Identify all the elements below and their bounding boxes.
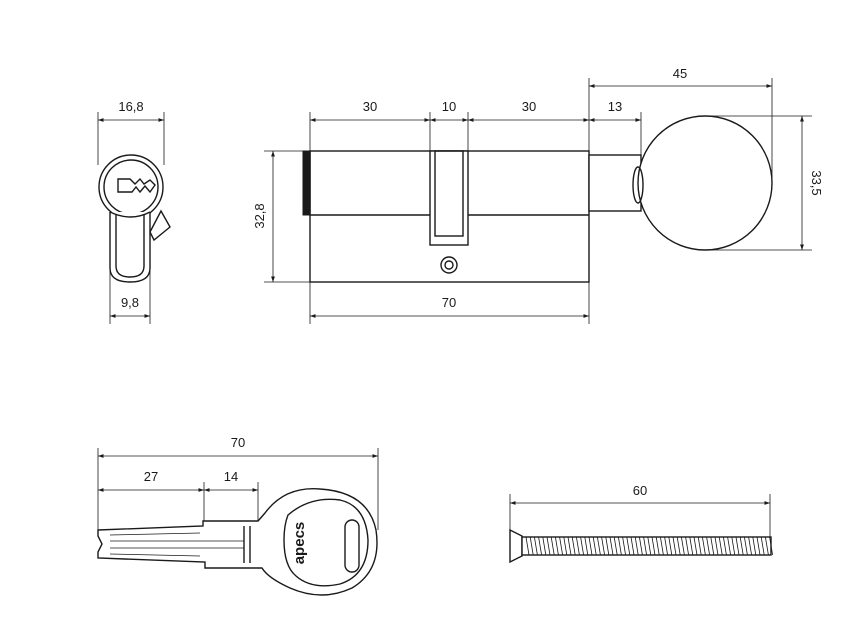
dim-top-chain: 30 10 30 13: [309, 99, 642, 155]
thumb-knob: [588, 115, 773, 251]
dim-label-33-5: 33,5: [809, 170, 824, 195]
key-view: apecs 70 27 14: [97, 435, 379, 596]
dim-total-70: 70: [309, 282, 590, 324]
dim-label-45: 45: [673, 66, 687, 81]
screw-outline: [509, 528, 773, 564]
dim-label-60: 60: [633, 483, 647, 498]
dim-key-total-70: 70: [97, 435, 379, 530]
keyway-symbol: [117, 177, 156, 194]
dim-width-16-8: 16,8: [97, 99, 165, 165]
dim-label-30-right: 30: [522, 99, 536, 114]
dim-label-16-8: 16,8: [118, 99, 143, 114]
dim-label-key-70: 70: [231, 435, 245, 450]
dim-knob-total-45: 45: [588, 66, 773, 183]
dim-key-chain: 27 14: [98, 469, 259, 521]
dim-knob-diameter-33-5: 33,5: [705, 115, 824, 251]
dim-label-10: 10: [442, 99, 456, 114]
dim-label-32-8: 32,8: [252, 203, 267, 228]
front-view: 30 10 30 13 45 33,5 32,8: [252, 66, 824, 324]
dim-screw-60: 60: [509, 483, 771, 537]
dim-label-13: 13: [608, 99, 622, 114]
dim-label-30-left: 30: [363, 99, 377, 114]
dim-label-70: 70: [442, 295, 456, 310]
key-outline: [97, 488, 378, 596]
screw-view: 60: [509, 483, 773, 564]
dim-label-27: 27: [144, 469, 158, 484]
key-brand-logo: apecs: [291, 522, 308, 565]
dim-bottom-9-8: 9,8: [109, 240, 151, 324]
cylinder-body: [302, 150, 590, 283]
dim-label-9-8: 9,8: [121, 295, 139, 310]
dim-label-14: 14: [224, 469, 238, 484]
dim-height-32-8: 32,8: [252, 150, 310, 283]
side-view: 16,8 9,8: [97, 99, 171, 324]
side-profile-outline: [98, 154, 171, 283]
